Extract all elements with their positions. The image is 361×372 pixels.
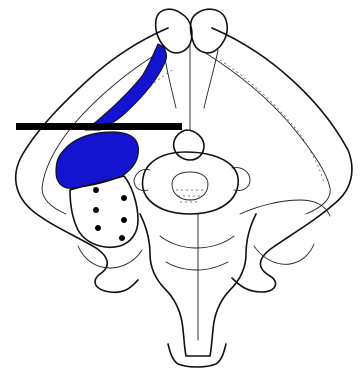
foramen-dot xyxy=(93,187,99,193)
pubic-ramus-lines xyxy=(164,44,218,130)
pubic-symphysis-right xyxy=(191,9,228,53)
foramen-dot xyxy=(119,235,125,241)
foramen-dot xyxy=(121,195,127,201)
marker-bar xyxy=(16,123,182,130)
ischial-outline-right xyxy=(254,244,314,264)
transverse-process-right xyxy=(232,168,250,191)
iliopsoas-muscle-band xyxy=(86,44,167,130)
brim-hatching-right xyxy=(220,60,324,184)
sacral-ala-left xyxy=(70,176,138,247)
sacral-foramina xyxy=(93,187,127,241)
pelvic-brim-right xyxy=(204,52,330,214)
foramen-dot xyxy=(95,225,101,231)
foramen-dot xyxy=(121,217,127,223)
ischial-outline-left xyxy=(78,246,142,268)
vertebra-spinous-top xyxy=(174,130,204,160)
ilium-right-contour xyxy=(240,200,330,216)
sacrum-detail-lines xyxy=(160,214,234,340)
vertebral-body xyxy=(143,152,239,214)
foramen-dot xyxy=(93,207,99,213)
